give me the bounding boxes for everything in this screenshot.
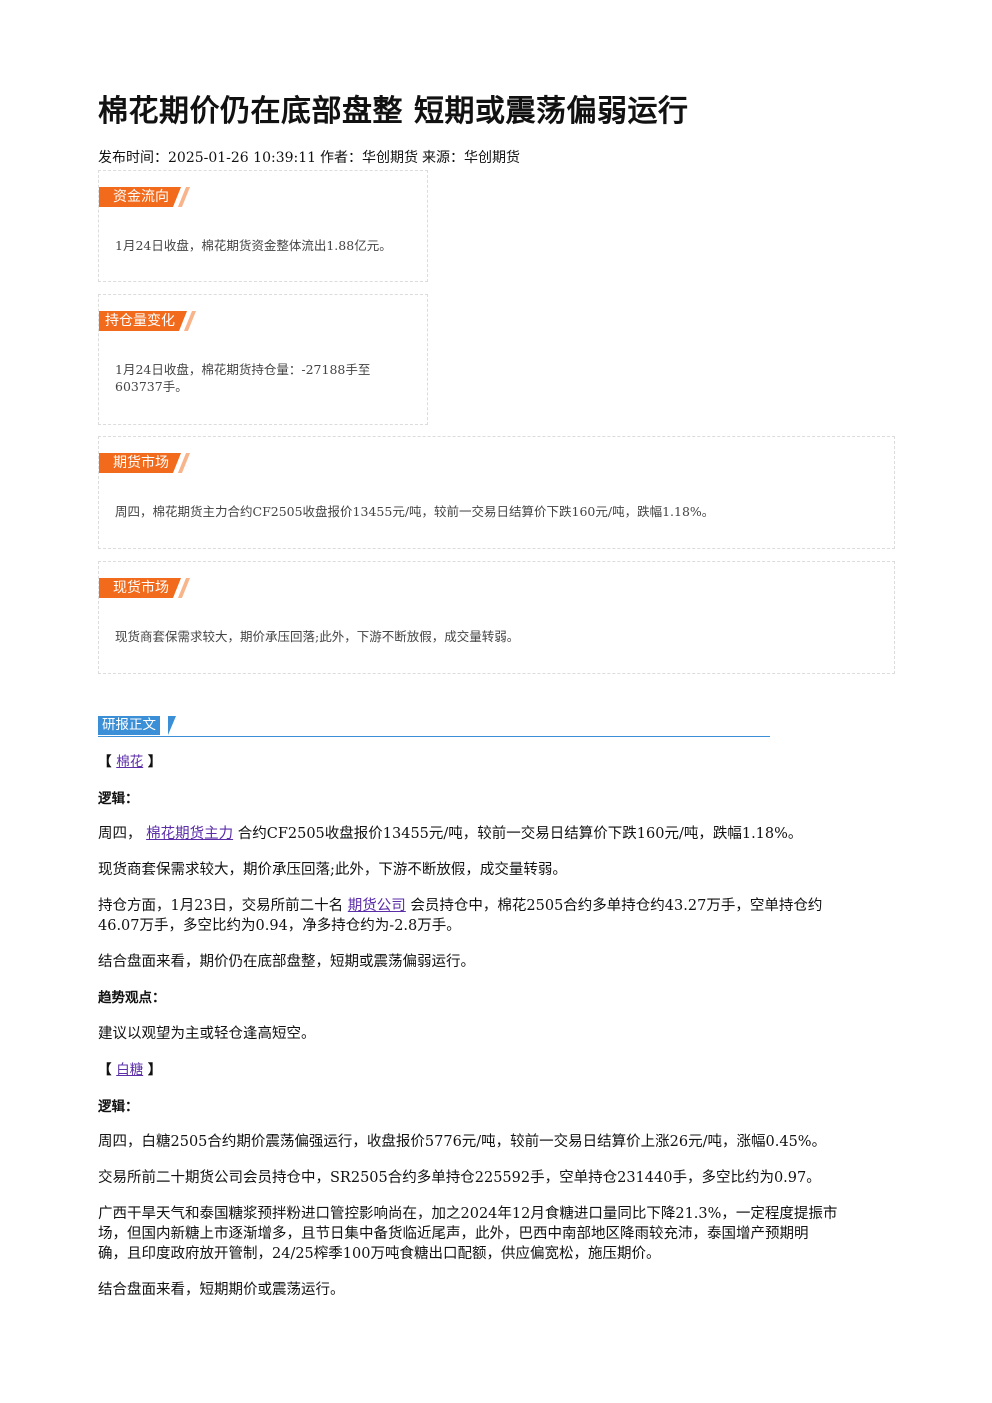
bracket-open: 【 <box>98 754 112 770</box>
fund-flow-text: 1月24日收盘，棉花期货资金整体流出1.88亿元。 <box>115 238 392 253</box>
cotton-heading: 【 棉花 】 <box>98 752 898 772</box>
article-title: 棉花期价仍在底部盘整 短期或震荡偏弱运行 <box>98 94 689 129</box>
sugar-logic-label: 逻辑： <box>98 1099 139 1115</box>
position-text-line: 1月24日收盘，棉花期货持仓量：-27188手至 <box>115 362 371 377</box>
spot-card: 现货市场 现货商套保需求较大，期价承压回落;此外，下游不断放假，成交量转弱。 <box>98 561 895 674</box>
futures-text: 周四，棉花期货主力合约CF2505收盘报价13455元/吨，较前一交易日结算价下… <box>115 504 715 519</box>
position-tag-label: 持仓量变化 <box>99 311 179 331</box>
publish-time: 发布时间：2025-01-26 10:39:11 <box>98 150 317 166</box>
sugar-link[interactable]: 白糖 <box>116 1062 144 1078</box>
sugar-paragraph-1: 周四，白糖2505合约期价震荡偏强运行，收盘报价5776元/吨，较前一交易日结算… <box>98 1134 827 1150</box>
position-text: 1月24日收盘，棉花期货持仓量：-27188手至 603737手。 <box>115 361 370 395</box>
text-span: 周四， <box>98 826 142 842</box>
tag-tail <box>173 453 181 473</box>
cotton-trend-label: 趋势观点： <box>98 990 166 1006</box>
sugar-heading: 【 白糖 】 <box>98 1060 898 1080</box>
futures-tag: 期货市场 <box>99 453 191 473</box>
fund-flow-tag: 资金流向 <box>99 187 191 207</box>
text-span: 合约CF2505收盘报价13455元/吨，较前一交易日结算价下跌160元/吨，跌… <box>237 826 803 842</box>
section-tail <box>168 716 176 735</box>
cotton-paragraph-1: 周四， 棉花期货主力 合约CF2505收盘报价13455元/吨，较前一交易日结算… <box>98 824 898 844</box>
report-section-header: 研报正文 <box>98 716 770 737</box>
source: 来源：华创期货 <box>422 150 521 166</box>
report-section-label: 研报正文 <box>98 716 160 735</box>
spot-tag-label: 现货市场 <box>99 578 173 598</box>
cotton-paragraph-3: 持仓方面，1月23日，交易所前二十名 期货公司 会员持仓中，棉花2505合约多单… <box>98 896 898 936</box>
tag-tail <box>173 578 181 598</box>
sugar-paragraph-2: 交易所前二十期货公司会员持仓中，SR2505合约多单持仓225592手，空单持仓… <box>98 1170 821 1186</box>
futures-company-link[interactable]: 期货公司 <box>347 898 406 914</box>
text-line: 46.07万手，多空比约为0.94，净多持仓约为-2.8万手。 <box>98 918 461 934</box>
cotton-link[interactable]: 棉花 <box>116 754 144 770</box>
author: 作者：华创期货 <box>320 150 419 166</box>
fund-flow-tag-label: 资金流向 <box>99 187 173 207</box>
text-line: 场，但国内新糖上市逐渐增多，且节日集中备货临近尾声，此外，巴西中南部地区降雨较充… <box>98 1226 809 1242</box>
futures-tag-label: 期货市场 <box>99 453 173 473</box>
bracket-close: 】 <box>147 754 162 770</box>
text-span: 会员持仓中，棉花2505合约多单持仓约43.27万手，空单持仓约 <box>410 898 823 914</box>
spot-tag: 现货市场 <box>99 578 191 598</box>
text-line: 确，且印度政府放开管制，24/25榨季100万吨食糖出口配额，供应偏宽松，施压期… <box>98 1246 661 1262</box>
tag-tail <box>179 311 187 331</box>
tag-tail <box>173 187 181 207</box>
sugar-paragraph-3: 广西干旱天气和泰国糖浆预拌粉进口管控影响尚在，加之2024年12月食糖进口量同比… <box>98 1204 898 1264</box>
text-span: 持仓方面，1月23日，交易所前二十名 <box>98 898 344 914</box>
futures-card: 期货市场 周四，棉花期货主力合约CF2505收盘报价13455元/吨，较前一交易… <box>98 436 895 549</box>
text-line: 广西干旱天气和泰国糖浆预拌粉进口管控影响尚在，加之2024年12月食糖进口量同比… <box>98 1206 838 1222</box>
sugar-paragraph-4: 结合盘面来看，短期期价或震荡运行。 <box>98 1282 345 1298</box>
spot-text: 现货商套保需求较大，期价承压回落;此外，下游不断放假，成交量转弱。 <box>115 629 520 644</box>
cotton-paragraph-5: 建议以观望为主或轻仓逢高短空。 <box>98 1026 316 1042</box>
bracket-close: 】 <box>147 1062 162 1078</box>
cotton-paragraph-2: 现货商套保需求较大，期价承压回落;此外，下游不断放假，成交量转弱。 <box>98 862 567 878</box>
fund-flow-card: 资金流向 1月24日收盘，棉花期货资金整体流出1.88亿元。 <box>98 170 428 282</box>
cotton-paragraph-4: 结合盘面来看，期价仍在底部盘整，短期或震荡偏弱运行。 <box>98 954 475 970</box>
position-text-line: 603737手。 <box>115 379 188 394</box>
position-tag: 持仓量变化 <box>99 311 197 331</box>
cotton-main-futures-link[interactable]: 棉花期货主力 <box>146 826 234 842</box>
bracket-open: 【 <box>98 1062 112 1078</box>
position-card: 持仓量变化 1月24日收盘，棉花期货持仓量：-27188手至 603737手。 <box>98 294 428 425</box>
cotton-logic-label: 逻辑： <box>98 791 139 807</box>
